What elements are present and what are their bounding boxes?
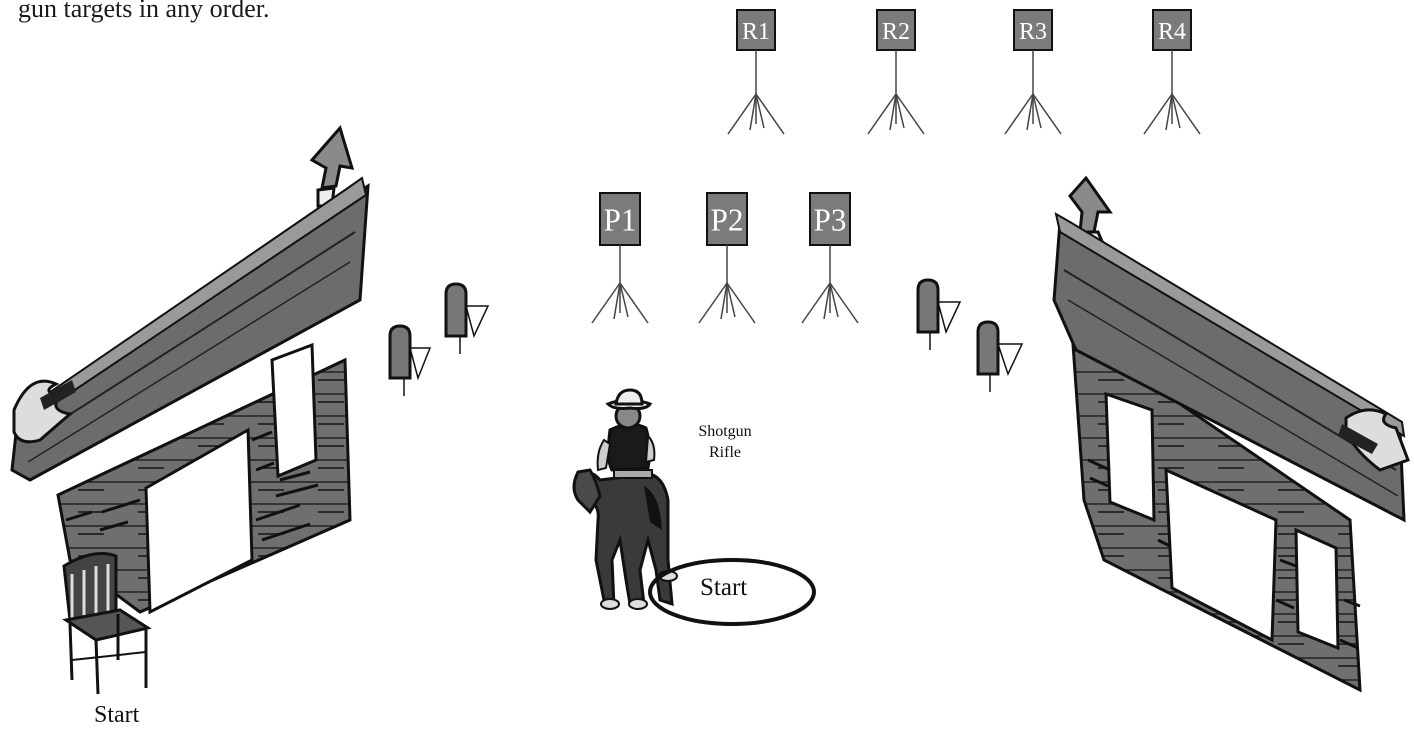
rifle-target-r3: R3 [1004, 9, 1062, 135]
target-stand-icon [801, 245, 859, 324]
target-stand-icon [591, 245, 649, 324]
stage-caption: gun targets in any order. [18, 0, 270, 23]
rifle-target-r4: R4 [1143, 9, 1201, 135]
chair-icon [62, 552, 152, 695]
target-stand-icon [698, 245, 756, 324]
target-stand-icon [727, 50, 785, 135]
right-building-icon [1052, 175, 1410, 693]
shotgun-label: Shotgun [698, 423, 752, 440]
rifle-target-r3-label: R3 [1019, 19, 1047, 45]
center-start-label: Start [700, 574, 748, 601]
shotgun-knockdown-target-icon [916, 278, 962, 350]
rifle-target-r1-label: R1 [742, 19, 770, 45]
left-building-icon [10, 124, 370, 615]
target-stand-icon [867, 50, 925, 135]
cowboy-on-horse-icon [572, 388, 678, 610]
rifle-target-r2: R2 [867, 9, 925, 135]
rifle-target-r2-label: R2 [882, 19, 910, 45]
rifle-label: Rifle [709, 444, 741, 461]
target-stand-icon [1143, 50, 1201, 135]
shotgun-knockdown-target-icon [388, 324, 432, 396]
rifle-target-r4-label: R4 [1158, 19, 1186, 45]
pistol-target-p3: P3 [801, 192, 859, 324]
pistol-target-group: P1 P2 P3 [591, 192, 859, 324]
start-position-marker [648, 558, 816, 626]
target-stand-icon [1004, 50, 1062, 135]
left-start-label: Start [94, 702, 140, 728]
rifle-target-group: R1 R2 R3 R4 [727, 9, 1201, 135]
pistol-target-p2: P2 [698, 192, 756, 324]
rifle-target-r1: R1 [727, 9, 785, 135]
pistol-target-p3-label: P3 [814, 202, 847, 237]
pistol-target-p1: P1 [591, 192, 649, 324]
pistol-target-p1-label: P1 [604, 202, 637, 237]
shotgun-knockdown-target-icon [444, 282, 490, 354]
pistol-target-p2-label: P2 [711, 202, 744, 237]
shotgun-knockdown-target-icon [976, 320, 1024, 392]
